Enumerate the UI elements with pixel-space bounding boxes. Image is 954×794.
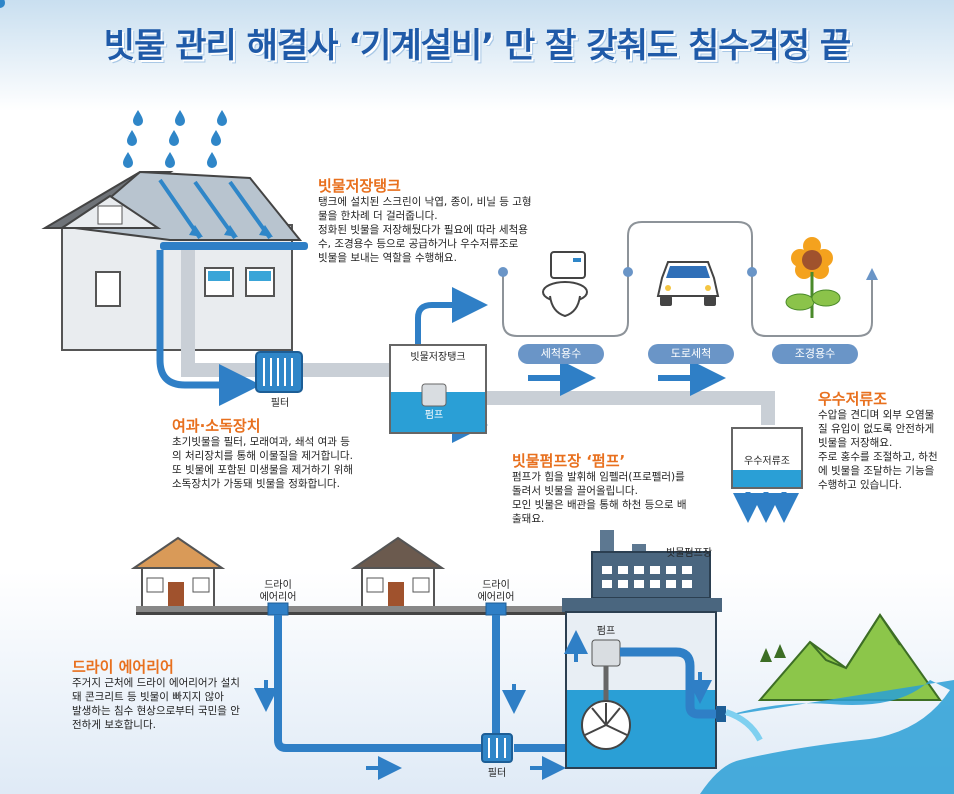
lower-pipes [254, 602, 568, 780]
storage-tank-label: 빗물저장탱크 [410, 352, 466, 363]
use-washing-pill: 세척용수 [518, 344, 604, 364]
rain-drops [0, 0, 227, 168]
dry-area-label-1: 드라이 에어리어 [259, 580, 297, 603]
pump-station [562, 530, 726, 769]
filter-label: 필터 [270, 398, 290, 409]
pump-station-building-label: 빗물펌프장 [666, 548, 712, 559]
storage-tank [389, 344, 487, 434]
uses-bracket [502, 221, 873, 337]
storage-pump-label: 펌프 [424, 410, 444, 421]
uses-dots [498, 267, 878, 280]
storage-tank-description: 탱크에 설치된 스크린이 낙엽, 종이, 비닐 등 고형 물을 한차례 더 걸러… [318, 196, 532, 264]
detention-tank-label: 우수저류조 [744, 456, 790, 467]
pump-station-description: 펌프가 힘을 발휘해 임펠러(프로펠러)를 돌려서 빗물을 끌어올립니다. 모인… [512, 471, 687, 525]
filter-unit [255, 351, 303, 393]
filter-heading: 여과·소독장치 [172, 417, 261, 435]
dry-area-heading: 드라이 에어리어 [72, 658, 174, 676]
dry-area-description: 주거지 근처에 드라이 에어리어가 설치 돼 콘크리트 등 빗물이 빠지지 않아… [72, 677, 240, 731]
use-landscaping-pill: 조경용수 [772, 344, 858, 364]
lower-houses [130, 536, 446, 611]
page-title: 빗물 관리 해결사 ‘기계설비’ 만 잘 갖춰도 침수걱정 끝 [103, 26, 851, 66]
house [41, 170, 308, 351]
car-icon [656, 261, 720, 306]
detention-heading: 우수저류조 [818, 390, 888, 408]
storage-tank-heading: 빗물저장탱크 [318, 177, 401, 195]
landscape [700, 613, 954, 794]
detention-description: 수압을 견디며 외부 오염물 질 유입이 없도록 안전하게 빗물을 저장해요. … [818, 409, 938, 491]
filter-description: 초기빗물을 필터, 모래여과, 쇄석 여과 등 의 처리장치를 통해 이물질을 … [172, 436, 353, 490]
pump-station-pump-label: 펌프 [596, 626, 616, 637]
toilet-icon [542, 251, 588, 318]
sunflower-icon [785, 237, 841, 318]
use-road-cleaning-pill: 도로세척 [648, 344, 734, 364]
dry-area-label-2: 드라이 에어리어 [477, 580, 515, 603]
dry-area-filter-label: 필터 [487, 768, 507, 779]
pump-station-heading: 빗물펌프장 ‘펌프’ [512, 452, 626, 470]
detention-tank [731, 427, 803, 523]
ground-line [136, 606, 566, 615]
